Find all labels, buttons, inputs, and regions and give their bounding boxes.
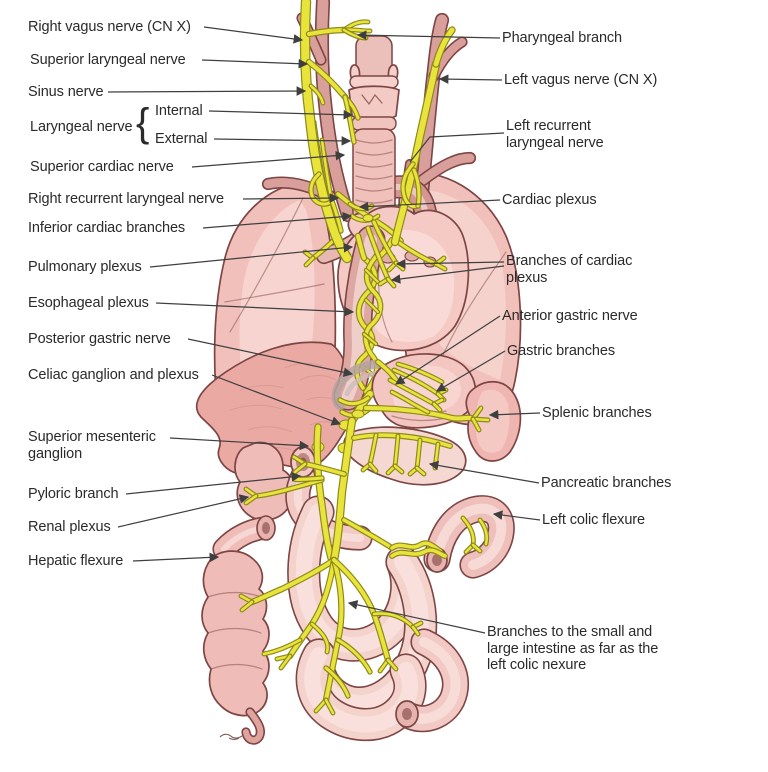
leader-external-laryngeal <box>213 136 352 146</box>
leader-branches-to-intestine <box>347 600 486 634</box>
leader-branches-of-cardiac-plexus <box>390 265 505 284</box>
leader-left-recurrent-laryngeal-nerve <box>409 132 505 163</box>
leader-right-recurrent-laryngeal-nerve <box>242 193 340 203</box>
esophagus <box>333 225 386 411</box>
leader-internal-laryngeal <box>208 109 354 120</box>
leader-right-vagus-nerve <box>203 26 304 44</box>
leader-pulmonary-plexus <box>149 243 354 268</box>
leader-pharyngeal-branch <box>356 30 501 40</box>
artist-signature <box>219 733 244 741</box>
leader-left-vagus-nerve <box>438 74 503 84</box>
appendix <box>243 709 264 744</box>
leader-sinus-nerve <box>107 86 307 96</box>
leader-left-colic-flexure <box>492 510 541 521</box>
leader-pyloric-branch <box>125 472 302 495</box>
leader-gastric-branches <box>435 350 506 392</box>
leader-lines <box>107 26 541 634</box>
leader-inferior-cardiac-branches <box>202 211 353 229</box>
leader-hepatic-flexure <box>132 552 220 563</box>
leader-superior-mesenteric-ganglion <box>169 437 310 451</box>
leader-superior-cardiac-nerve <box>191 150 346 168</box>
leader-esophageal-plexus <box>155 302 355 317</box>
leader-renal-plexus <box>117 494 250 528</box>
leader-posterior-gastric-nerve <box>187 338 354 377</box>
leader-celiac-ganglion-and-plexus <box>211 374 342 426</box>
leader-branches-of-cardiac-plexus <box>395 259 505 269</box>
left-colic-flexure-organ <box>423 495 515 579</box>
leader-splenic-branches <box>488 409 541 420</box>
leader-pancreatic-branches <box>428 460 540 484</box>
sigmoid-loop <box>405 637 461 724</box>
leader-superior-laryngeal-nerve <box>201 58 309 69</box>
leader-cardiac-plexus <box>358 199 501 212</box>
abdominal-nerve-web <box>238 359 491 716</box>
leader-anterior-gastric-nerve <box>394 315 501 385</box>
spleen <box>465 380 522 462</box>
hepatic-flexure-colon <box>201 515 276 745</box>
